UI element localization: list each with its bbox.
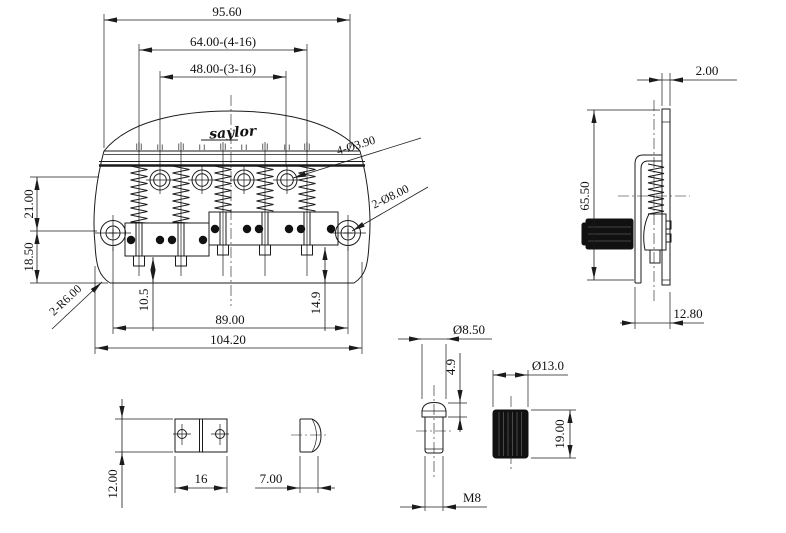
dim-lower-height: 18.50 xyxy=(21,242,36,271)
dim-saddle-right-height: 14.9 xyxy=(308,292,323,315)
dim-stud-head-height: 4.9 xyxy=(443,359,458,375)
dim-overall-height: 65.50 xyxy=(577,181,592,210)
string-hole xyxy=(188,166,216,194)
dim-overall-depth: 12.80 xyxy=(673,306,702,321)
string-hole xyxy=(230,166,258,194)
string-holes xyxy=(146,166,301,194)
brand-logo: saylor xyxy=(201,123,259,143)
dim-wheel-diameter: Ø13.0 xyxy=(532,358,564,373)
spring-4 xyxy=(256,165,274,212)
side-dimensions: 2.00 65.50 12.80 xyxy=(577,63,737,329)
side-thumbwheel xyxy=(581,218,634,250)
top-edge-ticks xyxy=(136,143,310,150)
string-hole xyxy=(273,166,301,194)
dim-upper-height: 21.00 xyxy=(21,189,36,218)
thumbwheel-view: Ø13.0 19.00 xyxy=(492,358,576,472)
side-spring xyxy=(647,163,665,215)
thumbwheel-dimensions: Ø13.0 19.00 xyxy=(492,358,576,459)
dim-saddle-width: 16 xyxy=(195,471,209,486)
saddle-group-left xyxy=(124,222,210,267)
saddle-detail-dimensions: 12.00 16 xyxy=(105,399,228,508)
label-corner-radius: 2-R6.00 xyxy=(46,282,84,319)
dim-mount-spacing: 89.00 xyxy=(215,312,244,327)
dim-wheel-length: 19.00 xyxy=(552,419,567,448)
front-dimensions: 95.60 64.00-(4-16) 48.00-(3-16) 4-Ø3.90 … xyxy=(21,4,429,354)
bridge-plate-outline xyxy=(93,110,371,284)
saddle-hole xyxy=(173,424,191,445)
dim-saddle-left-height: 10.5 xyxy=(136,289,151,312)
front-view: saylor xyxy=(21,4,429,354)
saddle-top-view: 12.00 16 xyxy=(105,399,229,508)
logo-text: saylor xyxy=(209,123,259,142)
label-stud-thread: M8 xyxy=(463,490,481,505)
saddle-group-right xyxy=(208,211,339,256)
dim-saddle-depth: 7.00 xyxy=(260,471,283,486)
side-view: 2.00 65.50 12.80 xyxy=(577,63,737,329)
side-saddle xyxy=(643,213,672,264)
thumbwheel-body xyxy=(492,409,529,459)
saddle-profile-dimensions: 7.00 xyxy=(255,456,335,493)
intonation-springs xyxy=(130,142,316,276)
dim-string-spacing-3: 48.00-(3-16) xyxy=(190,61,256,76)
spring-2 xyxy=(172,165,190,224)
dim-overall-width: 104.20 xyxy=(210,332,246,347)
mounting-hole-right xyxy=(330,215,366,251)
stud-dimensions: Ø8.50 4.9 M8 xyxy=(398,322,492,511)
dim-overall-top: 95.60 xyxy=(212,4,241,19)
string-hole xyxy=(146,166,174,194)
dim-saddle-height: 12.00 xyxy=(105,469,120,498)
spring-1 xyxy=(130,165,148,224)
dim-plate-thickness: 2.00 xyxy=(696,63,719,78)
dim-stud-head-diameter: Ø8.50 xyxy=(453,322,485,337)
mounting-hole-left xyxy=(95,215,131,251)
dim-string-spacing-4: 64.00-(4-16) xyxy=(190,34,256,49)
saddle-hole xyxy=(211,424,229,445)
label-mount-holes: 2-Ø8.00 xyxy=(369,181,411,211)
stud-screw-view: Ø8.50 4.9 M8 xyxy=(398,322,492,511)
side-plate xyxy=(634,108,671,286)
spring-3 xyxy=(214,165,232,212)
saddle-side-view: 7.00 xyxy=(255,418,335,493)
